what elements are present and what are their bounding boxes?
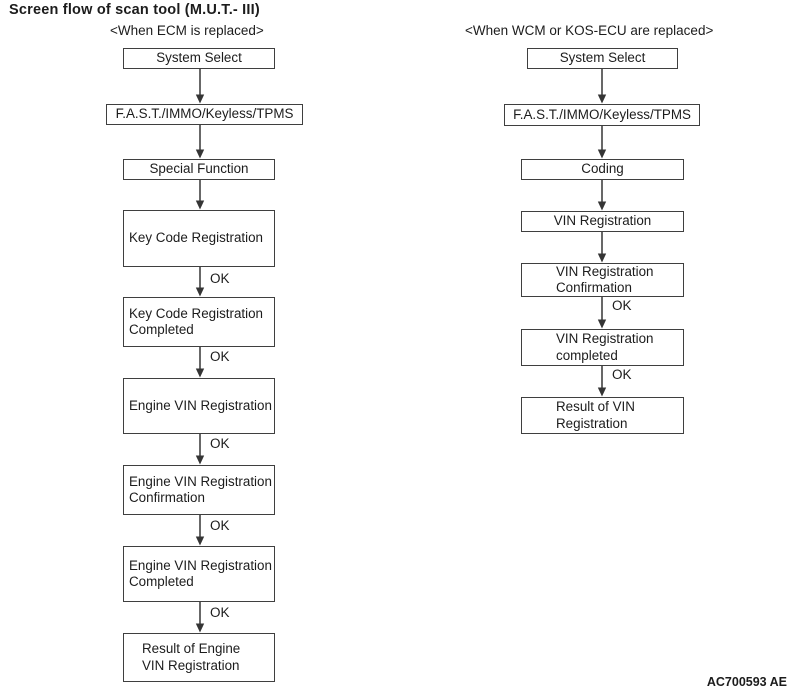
flow-node-label: Key Code Registration [129,305,263,321]
flow-arrowhead-icon [195,368,205,378]
flow-arrowhead-icon [597,201,607,211]
ok-label: OK [210,349,230,364]
flow-arrowhead-icon [195,287,205,297]
ok-label: OK [612,298,632,313]
flow-arrowhead-icon [597,319,607,329]
flow-node-key-code-registration: Key Code Registration [123,210,275,267]
flow-node-label: Completed [129,322,194,337]
flow-node-coding: Coding [521,159,684,180]
ok-label: OK [612,367,632,382]
flow-arrowhead-icon [597,149,607,159]
flow-node-label: Confirmation [129,490,205,505]
flow-node-label: Coding [581,161,624,177]
column-header-ecm: <When ECM is replaced> [110,23,264,38]
flow-node-special-function: Special Function [123,159,275,180]
flow-node-label: Result of VIN [556,399,635,414]
flow-node-label: VIN Registration [556,331,654,346]
flow-arrowhead-icon [195,536,205,546]
flow-node-fast-immo-keyless-tpms: F.A.S.T./IMMO/Keyless/TPMS [504,104,700,126]
ok-label: OK [210,518,230,533]
flow-node-label: completed [556,347,618,363]
flow-node-label: VIN Registration [142,657,240,673]
flow-arrowhead-icon [597,387,607,397]
flow-arrowhead-icon [195,149,205,159]
flow-node-system-select: System Select [123,48,275,69]
flow-node-label: Engine VIN Registration [129,473,272,489]
flow-node-label: F.A.S.T./IMMO/Keyless/TPMS [115,106,294,122]
flow-arrowhead-icon [195,455,205,465]
flow-node-engine-vin-registration: Engine VIN Registration [123,378,275,434]
flow-node-label: Completed [129,574,194,589]
flow-node-label: VIN Registration [556,263,654,279]
flow-node-label: VIN Registration [553,213,652,229]
flow-node-label: Engine VIN Registration [129,557,272,573]
flow-node-label: System Select [156,50,242,66]
flow-node-label: F.A.S.T./IMMO/Keyless/TPMS [513,106,691,122]
diagram-title: Screen flow of scan tool (M.U.T.- III) [9,2,260,18]
flow-node-label: Registration [556,415,628,431]
flow-node-vin-registration: VIN Registration [521,211,684,232]
ok-label: OK [210,271,230,286]
flow-node-label: Engine VIN Registration [129,397,272,413]
flow-arrowhead-icon [195,200,205,210]
flow-node-label: Result of Engine [142,641,241,656]
column-header-wcm-kos-ecu: <When WCM or KOS-ECU are replaced> [465,23,714,38]
flow-arrowhead-icon [195,623,205,633]
flow-node-label: System Select [559,50,646,66]
flow-node-fast-immo-keyless-tpms: F.A.S.T./IMMO/Keyless/TPMS [106,104,303,125]
figure-code: AC700593 AE [706,675,787,689]
ok-label: OK [210,436,230,451]
flow-arrowhead-icon [195,94,205,104]
flow-node-label: Special Function [149,161,249,177]
flow-node-system-select: System Select [527,48,678,69]
flow-node-label: Confirmation [556,280,632,295]
flow-arrowhead-icon [597,253,607,263]
ok-label: OK [210,605,230,620]
flow-arrowhead-icon [597,94,607,104]
flow-node-label: Key Code Registration [129,230,263,246]
